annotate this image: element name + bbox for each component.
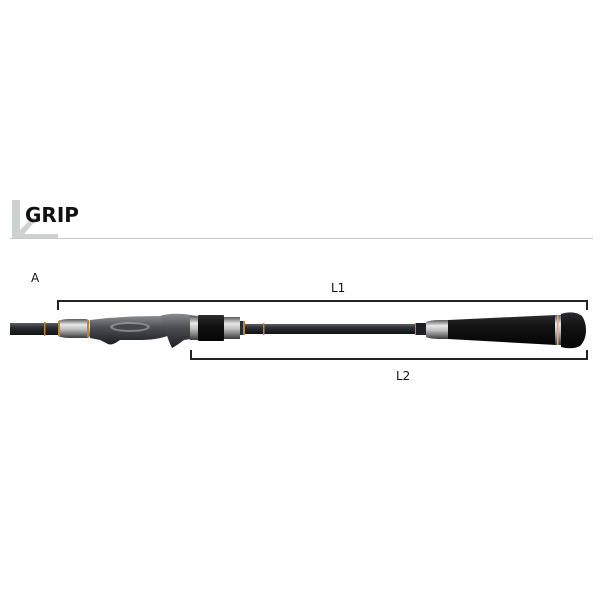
l1-dimension-bracket [57, 300, 588, 310]
corner-arrow-icon [12, 200, 58, 239]
l2-dimension-bracket [190, 350, 588, 360]
section-divider [10, 238, 593, 239]
l2-label: L2 [396, 369, 411, 383]
section-title: GRIP [25, 203, 79, 227]
variant-label: A [31, 271, 40, 285]
l1-label: L1 [331, 281, 346, 295]
section-header: GRIP [0, 196, 600, 242]
